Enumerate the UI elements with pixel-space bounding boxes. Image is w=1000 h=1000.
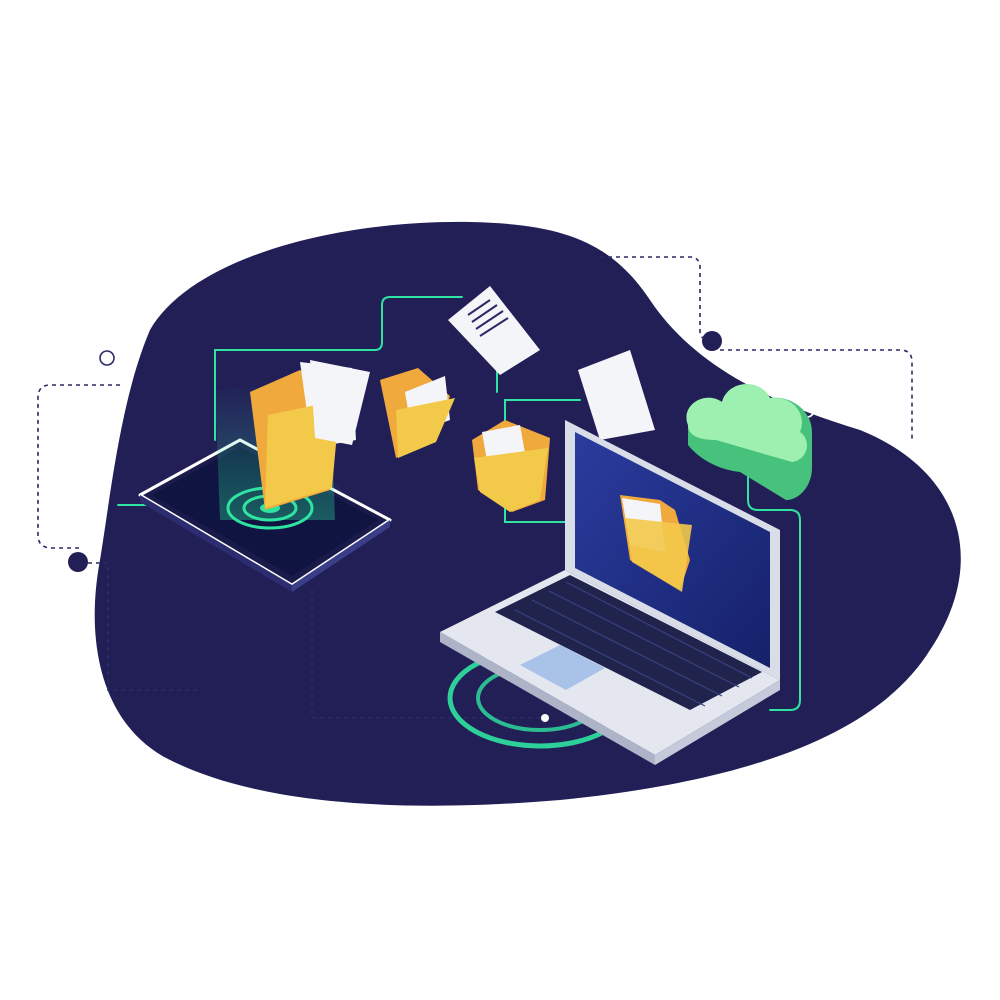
- decorative-dot-bottom: [541, 714, 549, 722]
- decorative-dot-right: [702, 331, 722, 351]
- document-icon: [578, 350, 655, 440]
- folder-icon: [380, 368, 455, 458]
- decorative-ring-left: [99, 350, 115, 366]
- document-icon: [310, 360, 370, 445]
- dotted-connector-lines: [37, 256, 913, 719]
- decorative-dot-left: [68, 552, 88, 572]
- cloud-icon: [686, 384, 812, 500]
- folder-icon: [472, 420, 550, 512]
- document-icon: [448, 286, 540, 375]
- laptop-icon: [440, 420, 780, 765]
